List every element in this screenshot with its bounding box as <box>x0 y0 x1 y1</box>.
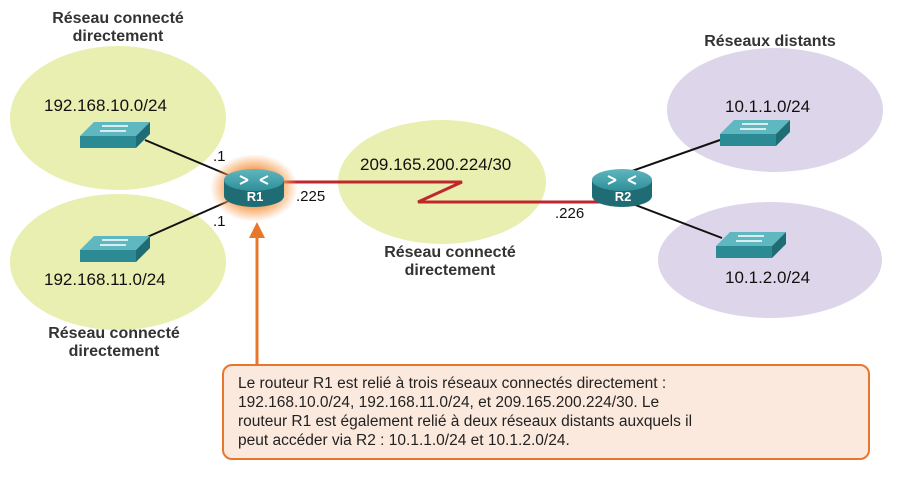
label-line: directement <box>72 28 164 45</box>
network-192-168-10-ellipse <box>10 46 226 190</box>
switch-icon <box>80 236 150 262</box>
switch-icon <box>716 232 786 258</box>
interface-address: .225 <box>296 188 326 205</box>
wan-serial-link <box>266 180 600 204</box>
callout-line: peut accéder via R2 : 10.1.1.0/24 et 10.… <box>238 432 570 449</box>
network-address: 192.168.11.0/24 <box>44 270 166 289</box>
top-left-network-label: Réseau connecté directement <box>18 10 218 46</box>
remote-network-10-1-2-ellipse <box>658 202 882 318</box>
network-address: 209.165.200.224/30 <box>360 155 512 174</box>
router-icon <box>592 169 652 207</box>
interface-address: .1 <box>213 148 226 165</box>
network-address: 10.1.1.0/24 <box>725 97 811 116</box>
callout-line: Le routeur R1 est relié à trois réseaux … <box>238 375 667 392</box>
label-line: directement <box>404 262 496 279</box>
switch-icon <box>80 122 150 148</box>
switch-icon <box>720 120 790 146</box>
interface-address: .226 <box>555 205 585 222</box>
router-label-r1: R1 <box>246 189 264 204</box>
router-label-r2: R2 <box>614 189 632 204</box>
center-network-label: Réseau connecté directement <box>350 244 550 280</box>
bottom-left-network-label: Réseau connecté directement <box>14 325 214 361</box>
explanation-callout: Le routeur R1 est relié à trois réseaux … <box>222 364 870 460</box>
interface-address: .1 <box>213 213 226 230</box>
label-line: Réseau connecté <box>52 10 184 27</box>
label-line: directement <box>68 343 160 360</box>
network-address: 192.168.10.0/24 <box>44 96 167 115</box>
router-icon <box>224 169 284 207</box>
top-right-network-label: Réseaux distants <box>704 33 836 50</box>
callout-line: routeur R1 est également relié à deux ré… <box>238 413 693 430</box>
label-line: Réseau connecté <box>384 244 516 261</box>
callout-line: 192.168.10.0/24, 192.168.11.0/24, et 209… <box>238 394 660 411</box>
network-address: 10.1.2.0/24 <box>725 268 811 287</box>
arrow-icon <box>249 222 265 366</box>
label-line: Réseau connecté <box>48 325 180 342</box>
